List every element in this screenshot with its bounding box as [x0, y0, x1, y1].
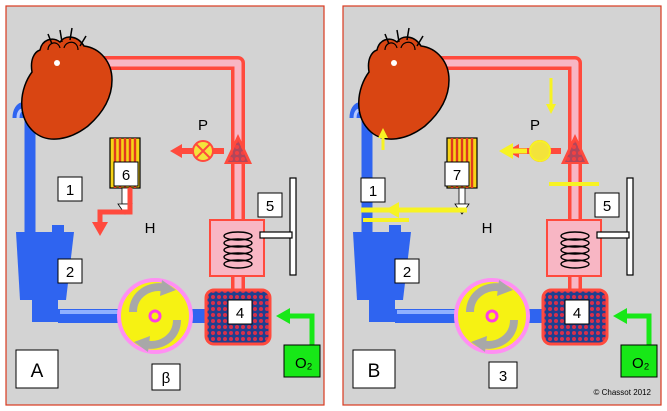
venous-label-box: 1: [360, 177, 386, 203]
svg-text:A: A: [31, 361, 44, 382]
filter-label-box: 5: [257, 192, 283, 218]
panel-a: 1 2 6 5 4 β A P H O₂: [6, 6, 324, 405]
copyright-text: © Chassot 2012: [594, 388, 652, 397]
oxygen-label: O₂: [295, 355, 313, 372]
heat-label: H: [145, 220, 156, 237]
panel-letter-box: A: [15, 349, 59, 389]
return-arrow-head: [92, 222, 108, 236]
panel-b: 1 2 7 5 4 3 B P H O₂ © Chassot 2012: [343, 6, 661, 405]
filter-label-box: 5: [594, 192, 620, 218]
svg-text:6: 6: [122, 167, 130, 184]
svg-text:B: B: [368, 361, 381, 382]
svg-text:3: 3: [499, 368, 507, 385]
svg-text:2: 2: [66, 264, 74, 281]
pressure-label: P: [198, 117, 208, 134]
svg-text:4: 4: [573, 305, 581, 322]
reservoir-label-box: 2: [57, 258, 83, 284]
svg-text:7: 7: [453, 167, 461, 184]
svg-text:β: β: [162, 370, 171, 387]
reservoir-label-box: 2: [394, 258, 420, 284]
pressure-label: P: [530, 117, 540, 134]
oxygen-label: O₂: [632, 355, 650, 372]
heat-exchanger-label-box: 6: [113, 161, 139, 187]
return-arrow: [97, 188, 133, 228]
svg-text:1: 1: [66, 182, 74, 199]
oxygenator-label-box: 4: [564, 299, 590, 325]
svg-text:4: 4: [236, 305, 244, 322]
pump-label-box: β: [151, 363, 181, 391]
oxygenator-label-box: 4: [227, 299, 253, 325]
svg-text:5: 5: [266, 198, 274, 215]
svg-text:2: 2: [403, 264, 411, 281]
panel-letter-box: B: [352, 349, 396, 389]
svg-text:1: 1: [369, 183, 377, 200]
svg-text:5: 5: [603, 198, 611, 215]
venous-label-box: 1: [57, 176, 83, 202]
heat-exchanger-label-box: 7: [444, 161, 470, 187]
heat-label: H: [482, 220, 493, 237]
flow-arrows: [361, 78, 599, 222]
pump-label-box: 3: [488, 361, 518, 389]
